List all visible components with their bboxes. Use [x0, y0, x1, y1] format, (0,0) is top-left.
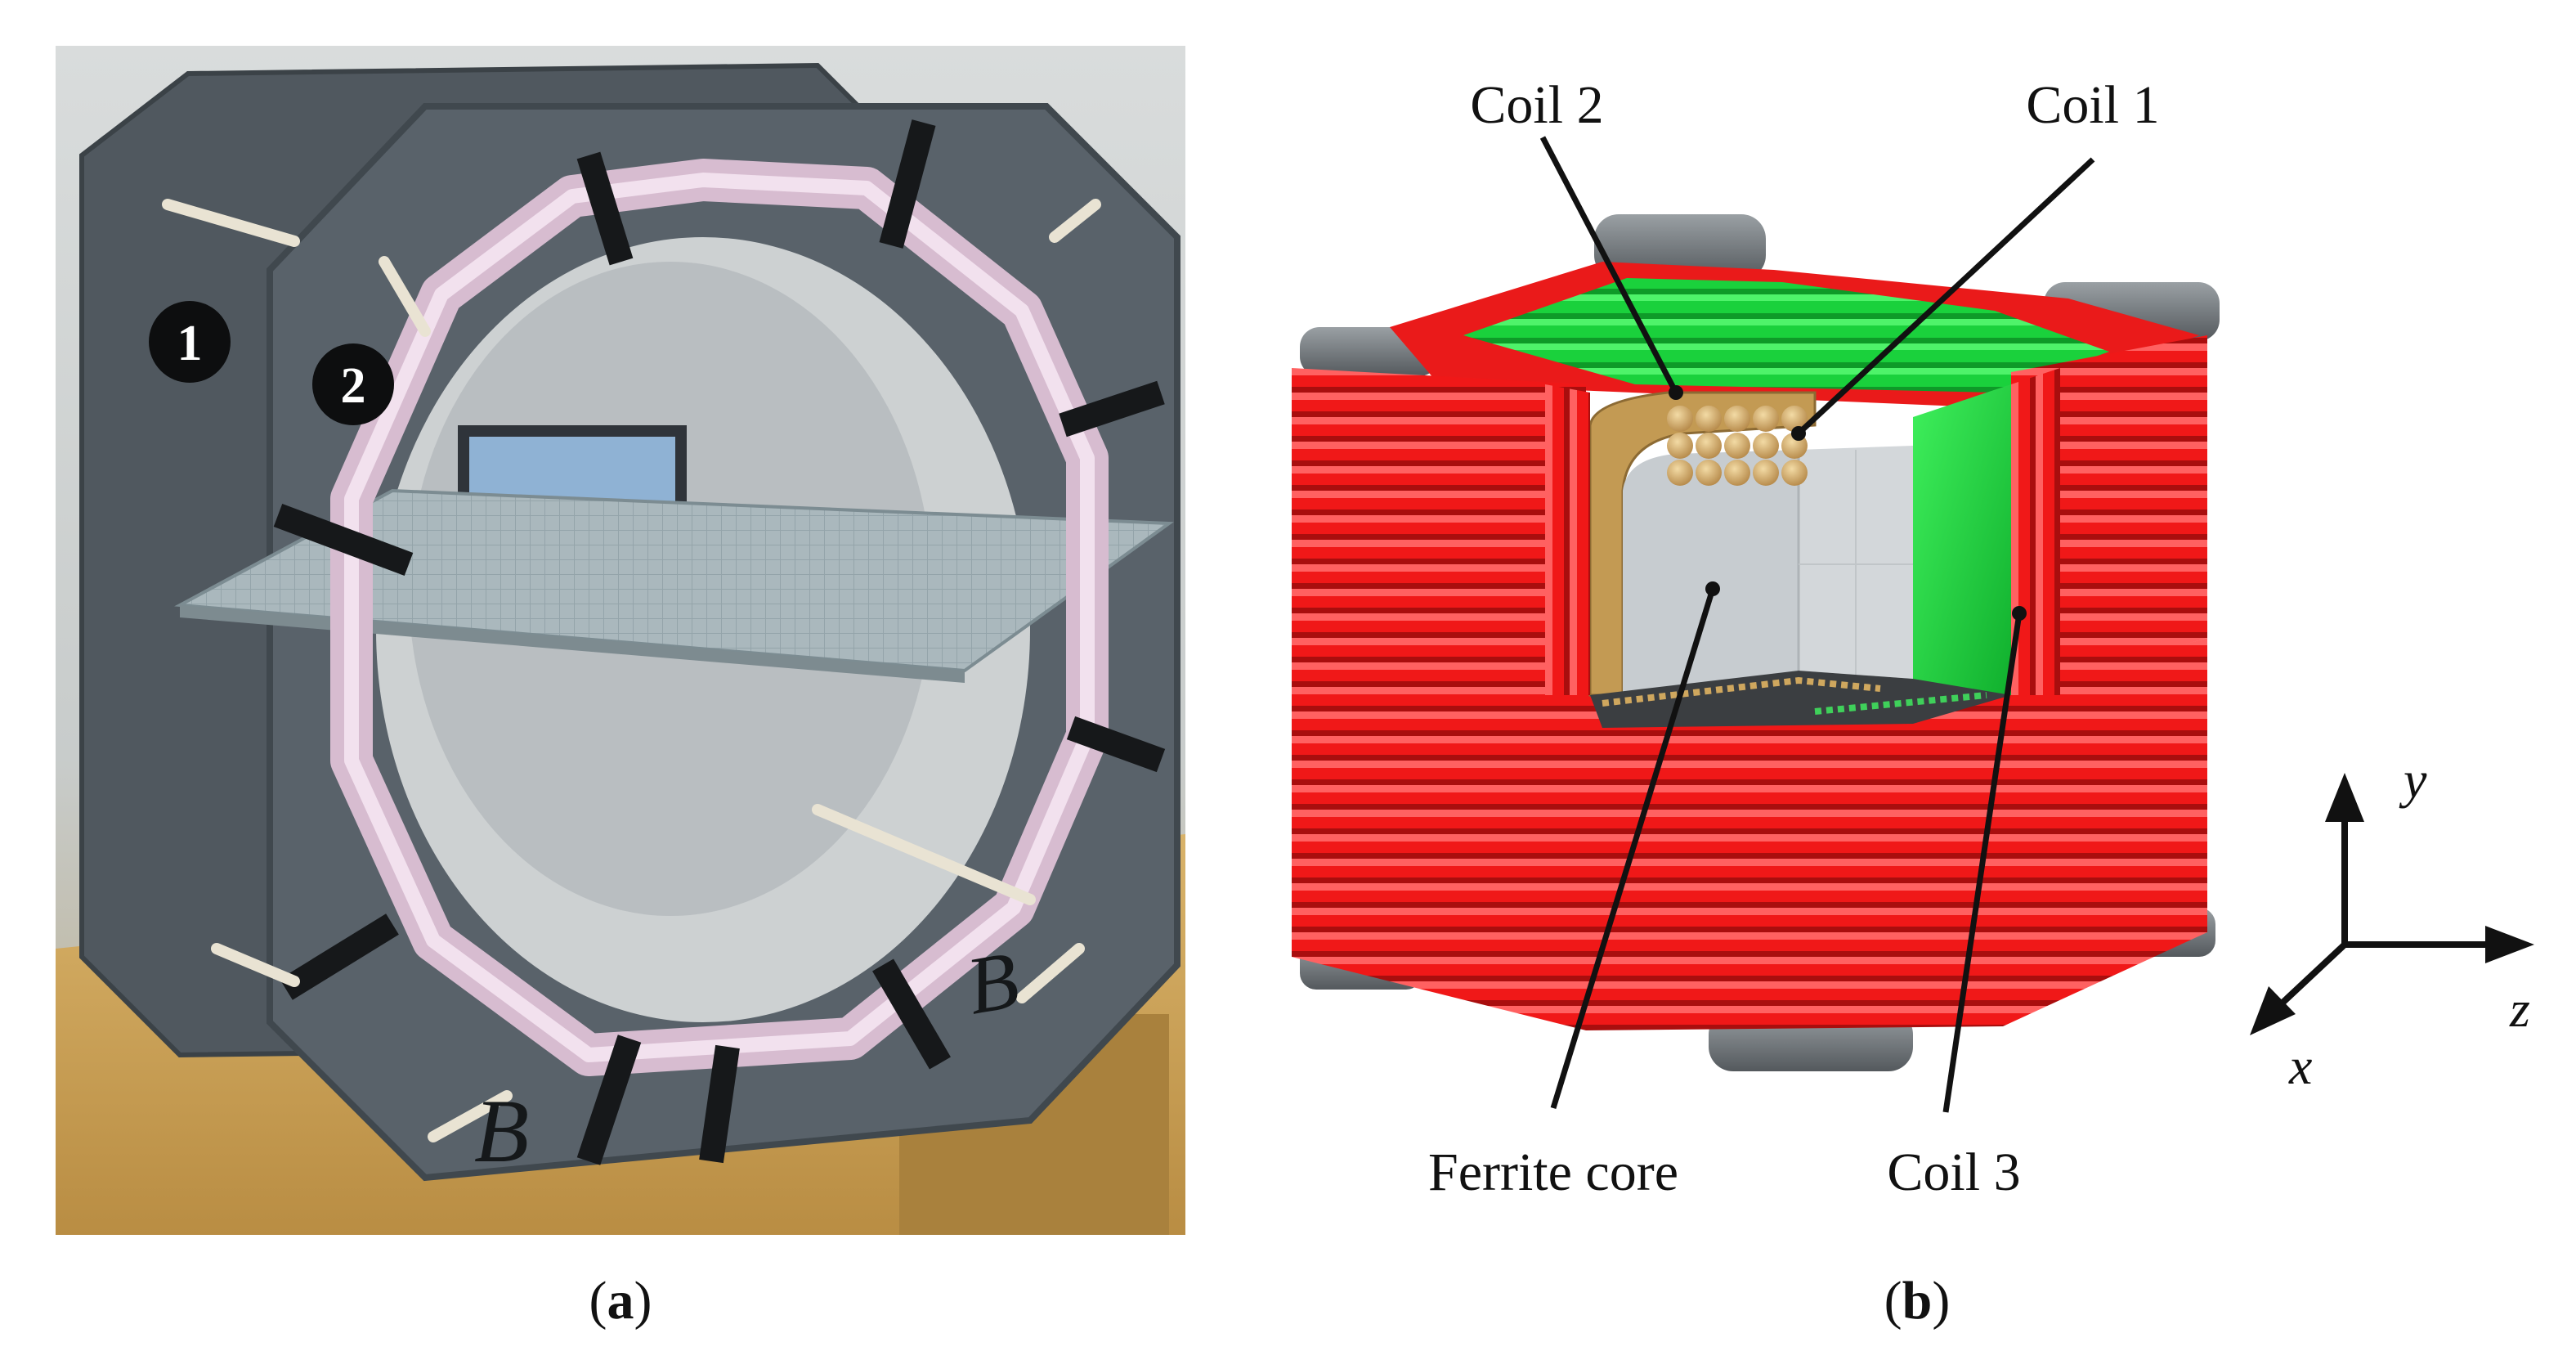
- coil2-top-surface: [1463, 278, 2109, 393]
- axis-label-y: y: [2399, 751, 2427, 809]
- cavity-floor: [1590, 671, 2011, 728]
- panel-b-coil-diagram: Coil 2 Coil 1 Ferrite core Coil 3 y z: [1292, 75, 2534, 1202]
- panel-a-caption: (a): [589, 1271, 652, 1331]
- coil3-front-wall: [1586, 638, 2207, 1030]
- svg-text:Coil 1: Coil 1: [2026, 75, 2159, 135]
- coil1-wire-bundle: [1667, 406, 1808, 486]
- svg-text:2: 2: [341, 358, 366, 414]
- coil3-left-wall: [1292, 368, 1586, 1030]
- svg-text:Coil 3: Coil 3: [1887, 1142, 2020, 1202]
- axis-label-z: z: [2509, 980, 2530, 1038]
- frame-badge-2: 2: [312, 343, 394, 425]
- frame-badge-1: 1: [149, 301, 231, 383]
- axis-label-x: x: [2288, 1037, 2312, 1095]
- standoff-rods: [162, 199, 1101, 1142]
- panel-a-photo: B B 1 2: [56, 46, 1185, 1235]
- coordinate-axes: y z x: [2250, 751, 2534, 1095]
- ferrite-core-left-face: [1623, 450, 1799, 695]
- handwritten-mark-1: B: [474, 1081, 529, 1181]
- svg-text:Coil 2: Coil 2: [1470, 75, 1603, 135]
- label-ferrite-core: Ferrite core: [1428, 581, 1720, 1202]
- label-coil2: Coil 2: [1470, 75, 1683, 400]
- panel-b-caption: (b): [1884, 1271, 1951, 1331]
- label-coil1: Coil 1: [1791, 75, 2160, 441]
- coil2-cutaway-wall: [1913, 384, 2011, 711]
- svg-text:1: 1: [177, 316, 203, 371]
- black-tape-strips: [273, 119, 1166, 1165]
- label-coil3: Coil 3: [1887, 606, 2027, 1202]
- svg-text:Ferrite core: Ferrite core: [1428, 1142, 1678, 1202]
